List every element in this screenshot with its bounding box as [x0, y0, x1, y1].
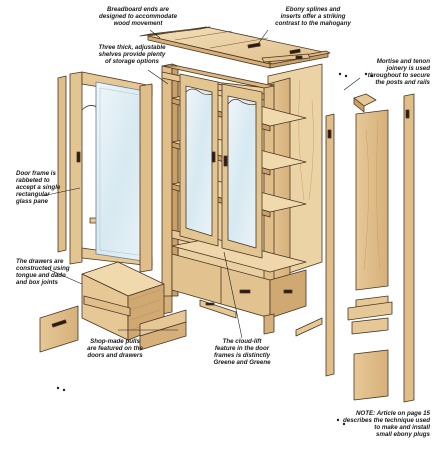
door-stile-right — [139, 83, 153, 273]
side-panel-lower — [353, 349, 389, 401]
ebony-spline-top — [247, 42, 301, 55]
shelf-pins — [56, 72, 374, 426]
drawer-box — [81, 261, 165, 341]
front-leg-right — [263, 313, 275, 335]
side-panel-upper — [355, 109, 389, 291]
corner-block — [353, 93, 377, 113]
cabinet-door-right — [221, 83, 263, 259]
callout-drawer-construction: The drawers are constructed using tongue… — [16, 258, 70, 286]
drawer-front — [39, 305, 79, 353]
drawer-bottom-panel — [83, 295, 131, 317]
callout-shop-made-pulls: Shop-made pulls are featured on the door… — [87, 338, 143, 359]
callout-breadboard-ends: Breadboard ends are designed to accommod… — [98, 6, 178, 27]
callout-ebony-splines: Ebony splines and inserts offer a striki… — [275, 6, 351, 27]
callout-adjustable-shelves: Three thick, adjustable shelves provide … — [98, 44, 166, 65]
callout-door-frame: Door frame is rabbeted to accept a singl… — [16, 170, 61, 205]
callout-cloud-lift: The cloud-lift feature in the door frame… — [213, 338, 271, 366]
leader-lines — [41, 29, 361, 339]
cloud-lift-rail — [347, 301, 393, 335]
loose-rail-top — [261, 53, 311, 63]
breadboard-end-left — [139, 26, 211, 37]
drawer-side — [139, 309, 187, 351]
note-ebony-plugs: NOTE: Article on page 15 describes the t… — [343, 410, 430, 438]
cabinet-door-left — [179, 73, 219, 247]
drawer-case — [171, 237, 307, 319]
bottom-rail-right — [295, 317, 323, 337]
front-post-right — [403, 93, 415, 403]
left-stile-loose — [57, 75, 67, 253]
callout-mortise-tenon: Mortise and tenon joinery is used throug… — [367, 58, 430, 86]
rear-post — [325, 113, 335, 377]
door-pull-loose — [76, 151, 81, 163]
bottom-rail-front — [199, 299, 237, 319]
